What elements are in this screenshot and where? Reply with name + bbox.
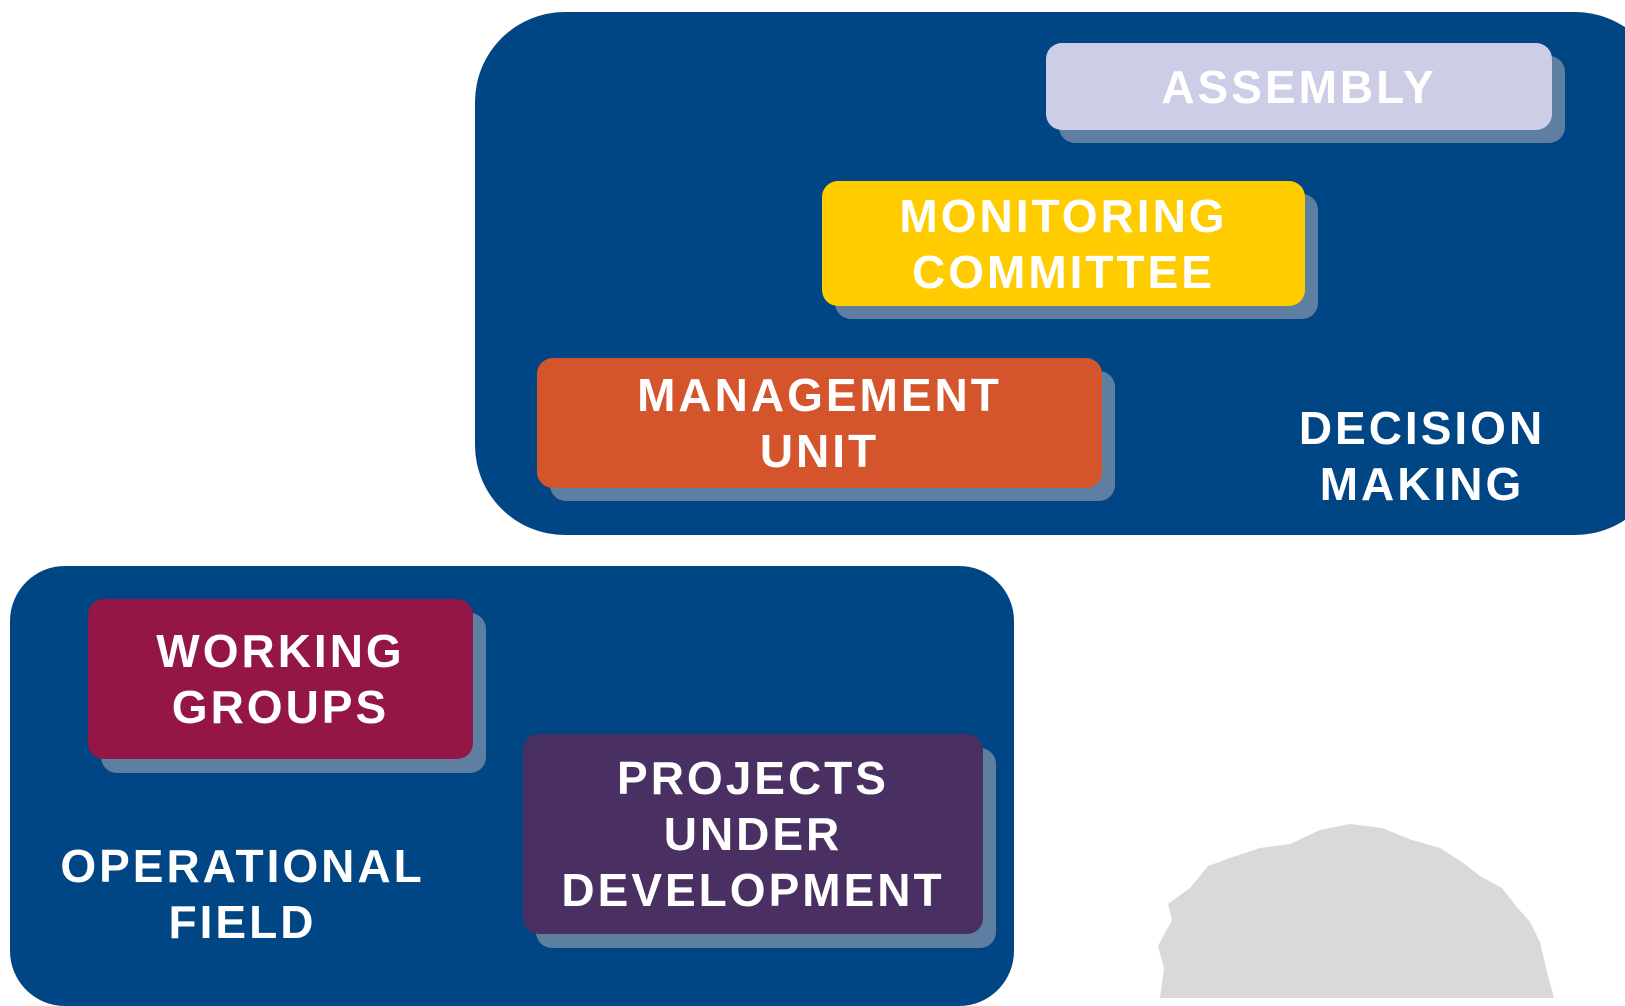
projects-label-line3: DEVELOPMENT [561, 864, 945, 916]
operational-field-label-line2: FIELD [168, 896, 317, 948]
decision-making-label: DECISION MAKING [1272, 400, 1572, 512]
projects-label-line1: PROJECTS [617, 752, 889, 804]
projects-label-line2: UNDER [663, 808, 843, 860]
management-unit-box: MANAGEMENT UNIT [537, 358, 1102, 488]
projects-under-development-box: PROJECTS UNDER DEVELOPMENT [523, 734, 983, 934]
decision-making-label-line2: MAKING [1319, 458, 1525, 510]
working-groups-label-line1: WORKING [156, 625, 405, 677]
tree-silhouette-icon [1158, 824, 1554, 998]
working-groups-box: WORKING GROUPS [88, 599, 473, 759]
assembly-label: ASSEMBLY [1161, 60, 1437, 113]
decision-making-label-line1: DECISION [1298, 402, 1546, 454]
working-groups-label-line2: GROUPS [171, 681, 390, 733]
assembly-box: ASSEMBLY [1046, 43, 1552, 130]
monitoring-committee-label-line2: COMMITTEE [912, 245, 1215, 298]
monitoring-committee-box: MONITORING COMMITTEE [822, 181, 1305, 306]
monitoring-committee-label-line1: MONITORING [899, 189, 1228, 242]
management-unit-label-line1: MANAGEMENT [637, 369, 1002, 421]
operational-field-label: OPERATIONAL FIELD [40, 838, 445, 950]
operational-field-label-line1: OPERATIONAL [60, 840, 425, 892]
management-unit-label-line2: UNIT [759, 425, 880, 477]
